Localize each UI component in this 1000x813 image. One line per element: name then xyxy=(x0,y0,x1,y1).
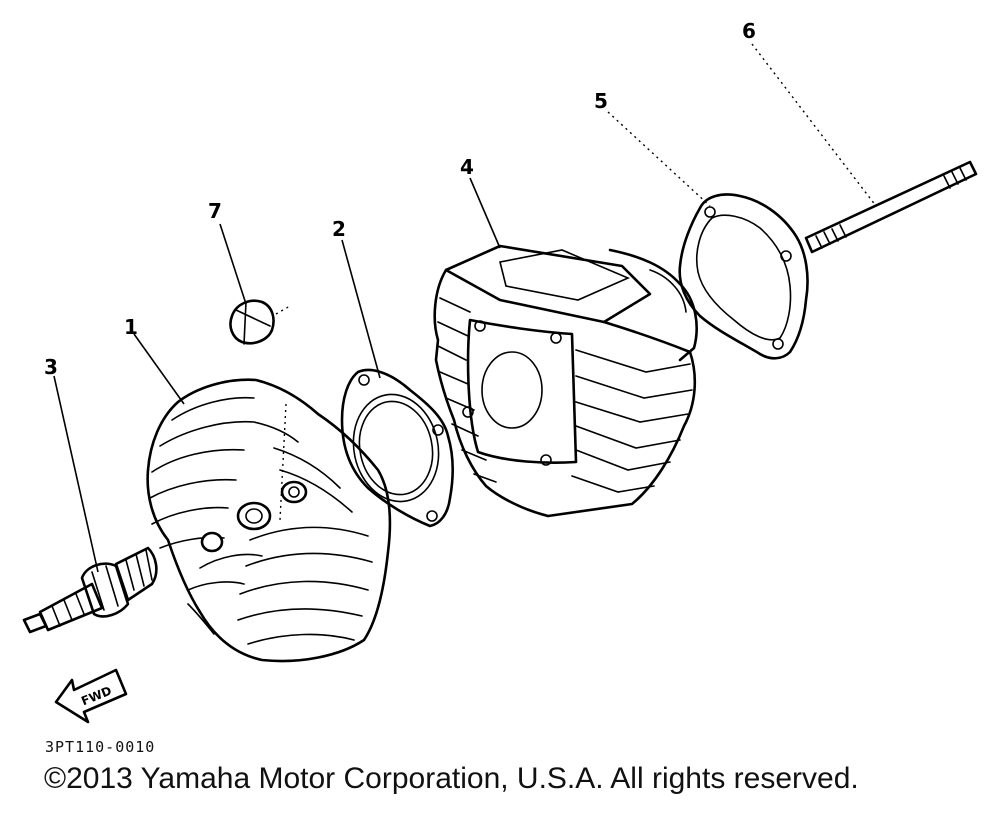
leader-lines xyxy=(53,43,877,573)
callout-1: 1 xyxy=(124,315,138,339)
part-5-base-gasket xyxy=(678,193,809,360)
copyright-notice: ©2013 Yamaha Motor Corporation, U.S.A. A… xyxy=(44,762,859,795)
part-2-head-gasket xyxy=(340,368,455,528)
callout-7: 7 xyxy=(208,199,222,223)
fwd-arrow-icon: FWD xyxy=(54,668,128,724)
part-3-spark-plug xyxy=(22,546,158,634)
callout-6: 6 xyxy=(742,19,756,43)
callout-3: 3 xyxy=(44,355,58,379)
fwd-label: FWD xyxy=(79,684,113,709)
callout-2: 2 xyxy=(332,217,346,241)
callout-4: 4 xyxy=(460,155,474,179)
part-6-stud-bolt xyxy=(804,160,978,254)
stud-alignment-line xyxy=(279,403,287,521)
part-1-cylinder-head xyxy=(146,378,392,663)
part-7-cap-nut xyxy=(229,299,291,345)
callout-5: 5 xyxy=(594,89,608,113)
diagram-reference-code: 3PT110-0010 xyxy=(45,738,156,756)
part-4-cylinder xyxy=(433,244,698,518)
